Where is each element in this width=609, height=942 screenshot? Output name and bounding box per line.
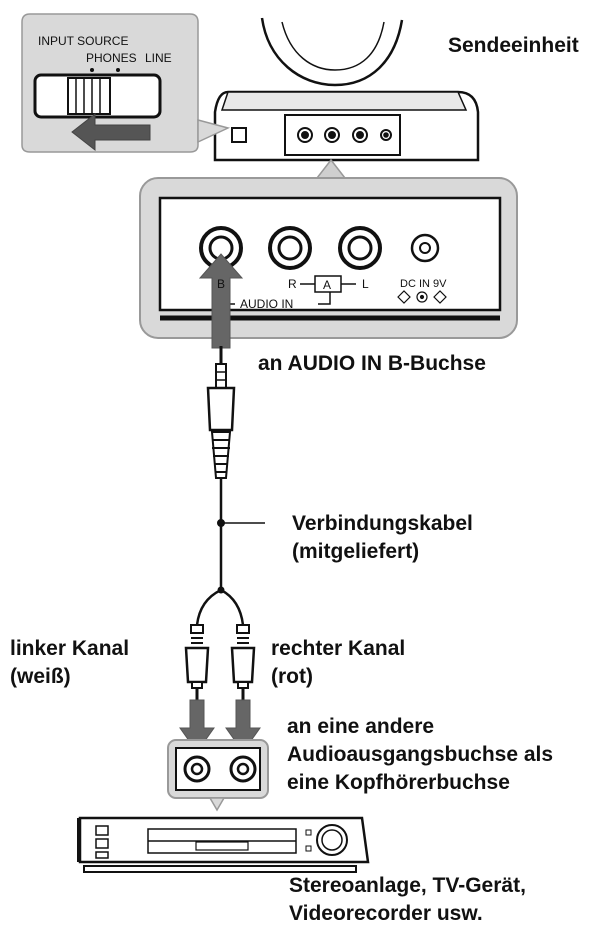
label-right-channel-line1: rechter Kanal (271, 637, 406, 660)
label-device-line2: Videorecorder usw. (289, 902, 483, 925)
jack-r (268, 226, 312, 270)
label-right-channel-line2: (rot) (271, 665, 313, 688)
label-jack-l: L (362, 277, 369, 291)
jack-panel-inset (139, 158, 518, 349)
transmitter-unit (213, 17, 480, 162)
switch-direction-arrow-icon (71, 112, 151, 152)
label-audio-in: AUDIO IN (240, 297, 293, 311)
connecting-cable (195, 346, 265, 626)
label-output-line3: eine Kopfhörerbuchse (287, 771, 510, 794)
label-left-channel-line2: (weiß) (10, 665, 71, 688)
input-source-switch-knob (67, 77, 111, 115)
label-line: LINE (145, 51, 172, 65)
jack-dc-in (410, 233, 440, 263)
label-input-source: INPUT SOURCE (38, 34, 128, 48)
transmitter-jacks (297, 127, 392, 143)
label-cable-line2: (mitgeliefert) (292, 540, 420, 563)
output-jacks-inset (167, 739, 269, 812)
label-jack-b: B (217, 277, 225, 291)
label-transmitter: Sendeeinheit (448, 34, 579, 57)
label-to-audio-in-b: an AUDIO IN B-Buchse (258, 352, 486, 375)
label-output-line1: an eine andere (287, 715, 435, 738)
audio-device (77, 816, 370, 873)
switch-inset (21, 13, 231, 153)
label-phones: PHONES (86, 51, 137, 65)
insert-up-arrow-icon (198, 253, 244, 349)
label-output-line2: Audioausgangsbuchse als (287, 743, 554, 766)
dc-polarity-icon (397, 290, 447, 304)
jack-l (338, 226, 382, 270)
rca-plug-right (230, 624, 256, 700)
label-device-line1: Stereoanlage, TV-Gerät, (289, 874, 526, 897)
label-jack-a: A (323, 278, 331, 292)
label-jack-r: R (288, 277, 297, 291)
label-cable-line1: Verbindungskabel (292, 512, 473, 535)
jack-b (199, 226, 243, 270)
rca-plug-left (184, 624, 210, 700)
label-left-channel-line1: linker Kanal (10, 637, 130, 660)
label-dc-in: DC IN 9V (400, 278, 447, 290)
